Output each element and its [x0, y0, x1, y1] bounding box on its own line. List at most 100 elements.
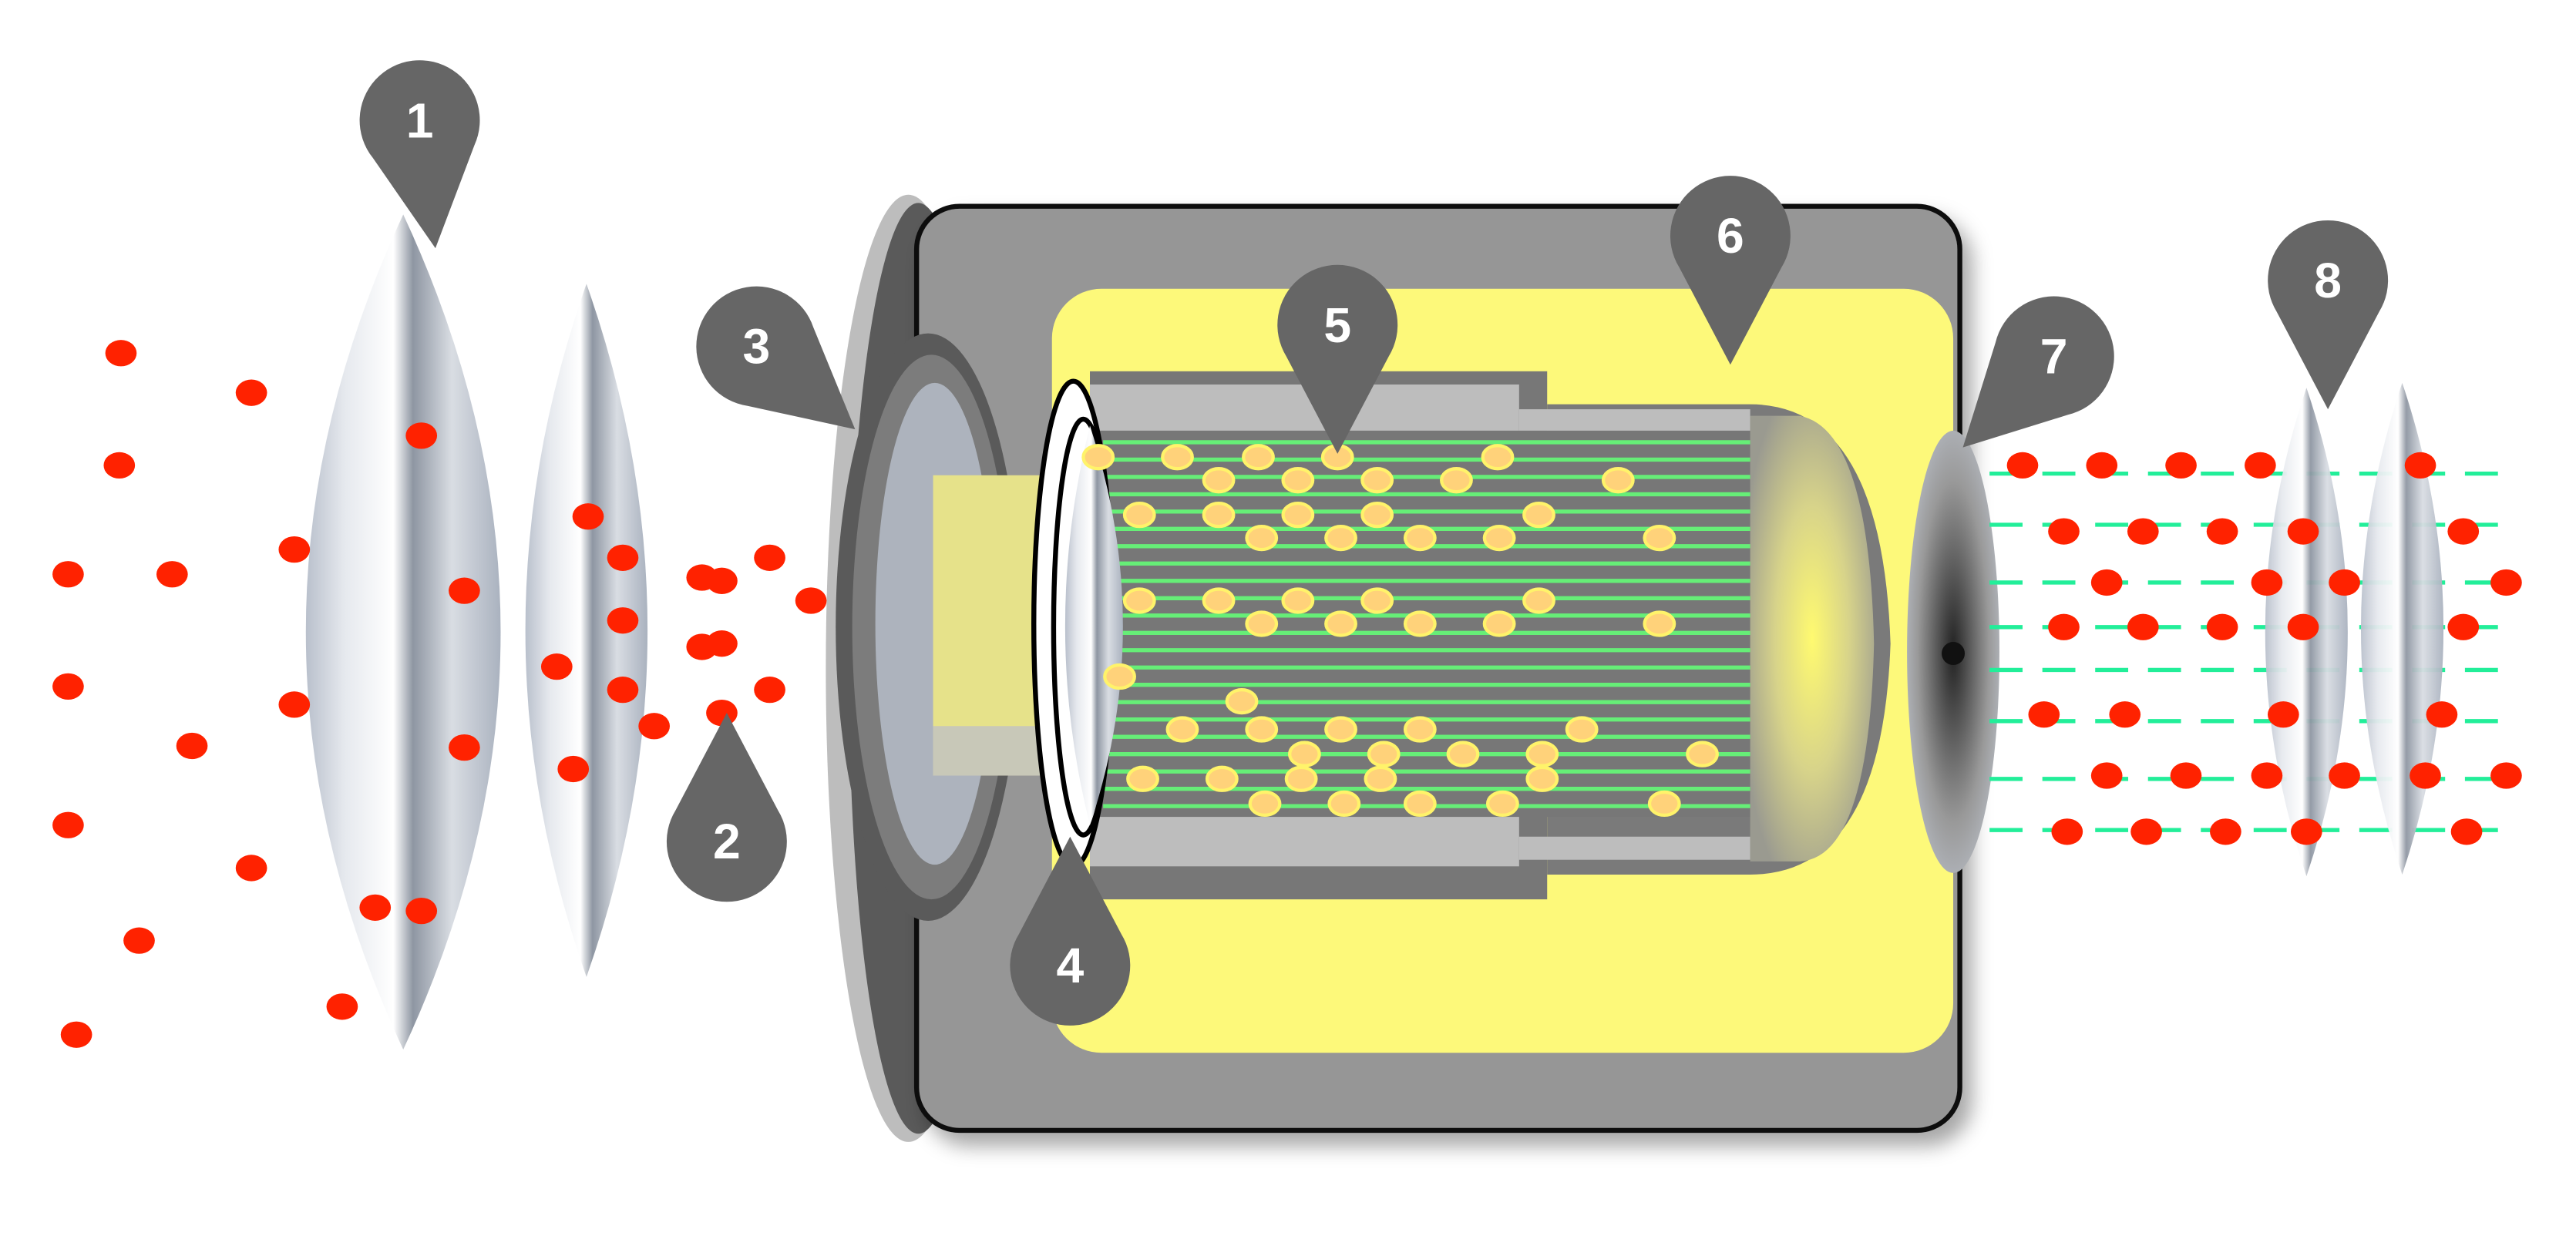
photon-dot	[2051, 818, 2083, 845]
photon-dot	[706, 700, 738, 727]
photon-dot	[2130, 818, 2162, 845]
photon-dot	[2210, 818, 2241, 845]
input-lens	[1064, 425, 1123, 825]
photon-dot	[2048, 613, 2080, 640]
electron-dot	[1287, 741, 1321, 767]
electron-dot	[1565, 716, 1599, 743]
electron-dot	[1281, 467, 1315, 494]
photon-dot	[2287, 613, 2319, 640]
marker-1: 1	[359, 60, 480, 249]
electron-dot	[1403, 790, 1437, 818]
photon-dot	[2206, 518, 2238, 545]
marker-8: 8	[2268, 220, 2389, 410]
electron-dot	[1122, 502, 1156, 529]
electron-dot	[1446, 741, 1480, 767]
objective-lens-front	[305, 214, 501, 1050]
electron-dot	[1482, 525, 1516, 552]
photon-dot	[795, 587, 827, 614]
photon-dot	[176, 732, 208, 760]
photon-dot	[105, 340, 137, 367]
photon-dot	[52, 561, 84, 588]
electron-dot	[1601, 467, 1635, 494]
photon-dot	[2165, 452, 2197, 479]
photon-dot	[607, 677, 639, 704]
photon-dot	[540, 653, 573, 680]
marker-pin-shape	[696, 286, 856, 430]
eyepiece-lens-2	[2360, 382, 2444, 875]
marker-label: 5	[1323, 297, 1351, 353]
electron-dot	[1525, 741, 1559, 767]
electron-dot	[1324, 716, 1357, 743]
marker-pin-shape	[2268, 220, 2389, 410]
marker-pin-shape	[359, 60, 480, 249]
photon-dot	[156, 561, 188, 588]
electron-dot	[1205, 765, 1239, 792]
electron-dot	[1161, 444, 1194, 471]
electron-dot	[1481, 444, 1515, 471]
electron-dots	[1081, 444, 1719, 818]
electron-dot	[1242, 444, 1275, 471]
electron-dot	[1403, 525, 1437, 552]
tube-wall-top	[1090, 384, 1519, 431]
photon-dot	[607, 607, 639, 634]
photon-dot	[2329, 762, 2360, 789]
photon-dot	[2410, 762, 2441, 789]
photon-dot	[405, 422, 438, 449]
photon-dot	[278, 536, 311, 563]
electron-dot	[1281, 587, 1315, 614]
electron-dot	[1122, 587, 1156, 614]
photon-dot	[2426, 701, 2458, 728]
marker-pin-shape	[1010, 836, 1131, 1026]
photon-dot	[706, 567, 738, 594]
marker-label: 3	[743, 319, 771, 374]
marker-4: 4	[1010, 836, 1131, 1026]
photon-dot	[123, 927, 155, 954]
electron-dot	[1525, 765, 1559, 792]
electron-dot	[1165, 716, 1199, 743]
electron-dot	[1225, 688, 1259, 715]
marker-pin-shape	[1962, 296, 2114, 448]
electron-dot	[1324, 525, 1357, 552]
photon-dot	[2447, 518, 2480, 545]
photon-dot	[2490, 569, 2522, 596]
electron-dot	[1686, 741, 1719, 767]
photon-dot	[52, 811, 84, 838]
photon-dot	[2251, 569, 2283, 596]
photon-dot	[607, 544, 639, 571]
photon-dot	[2329, 569, 2360, 596]
electron-dot	[1202, 502, 1236, 529]
electron-dot	[1324, 610, 1357, 637]
photon-dot	[2006, 452, 2039, 479]
photon-dot	[2251, 762, 2283, 789]
photon-dot	[754, 677, 785, 704]
marker-5: 5	[1277, 264, 1398, 454]
photon-dot	[2086, 452, 2118, 479]
photon-dot	[2290, 818, 2322, 845]
photon-dot	[572, 503, 604, 530]
photon-dot	[449, 577, 480, 604]
photon-dot	[2170, 762, 2202, 789]
photon-dot	[103, 452, 136, 479]
photon-dot	[2267, 701, 2299, 728]
electron-dot	[1245, 525, 1279, 552]
marker-2: 2	[666, 713, 787, 902]
marker-label: 1	[406, 92, 434, 148]
photon-dot	[2245, 452, 2276, 479]
marker-label: 6	[1717, 208, 1744, 264]
photon-dot	[2109, 701, 2141, 728]
objective-lens-rear	[525, 284, 648, 977]
electron-dot	[1440, 467, 1473, 494]
phosphor-screen	[1750, 415, 1875, 862]
marker-label: 2	[713, 814, 741, 869]
electron-dot	[1643, 610, 1676, 637]
photon-dot	[235, 379, 267, 406]
photon-dot	[2127, 613, 2159, 640]
photon-dot	[2127, 518, 2159, 545]
electron-dot	[1284, 765, 1318, 792]
marker-pin-shape	[666, 713, 787, 902]
photon-dot	[2048, 518, 2080, 545]
photon-dot	[2090, 762, 2123, 789]
electron-dot	[1202, 467, 1236, 494]
